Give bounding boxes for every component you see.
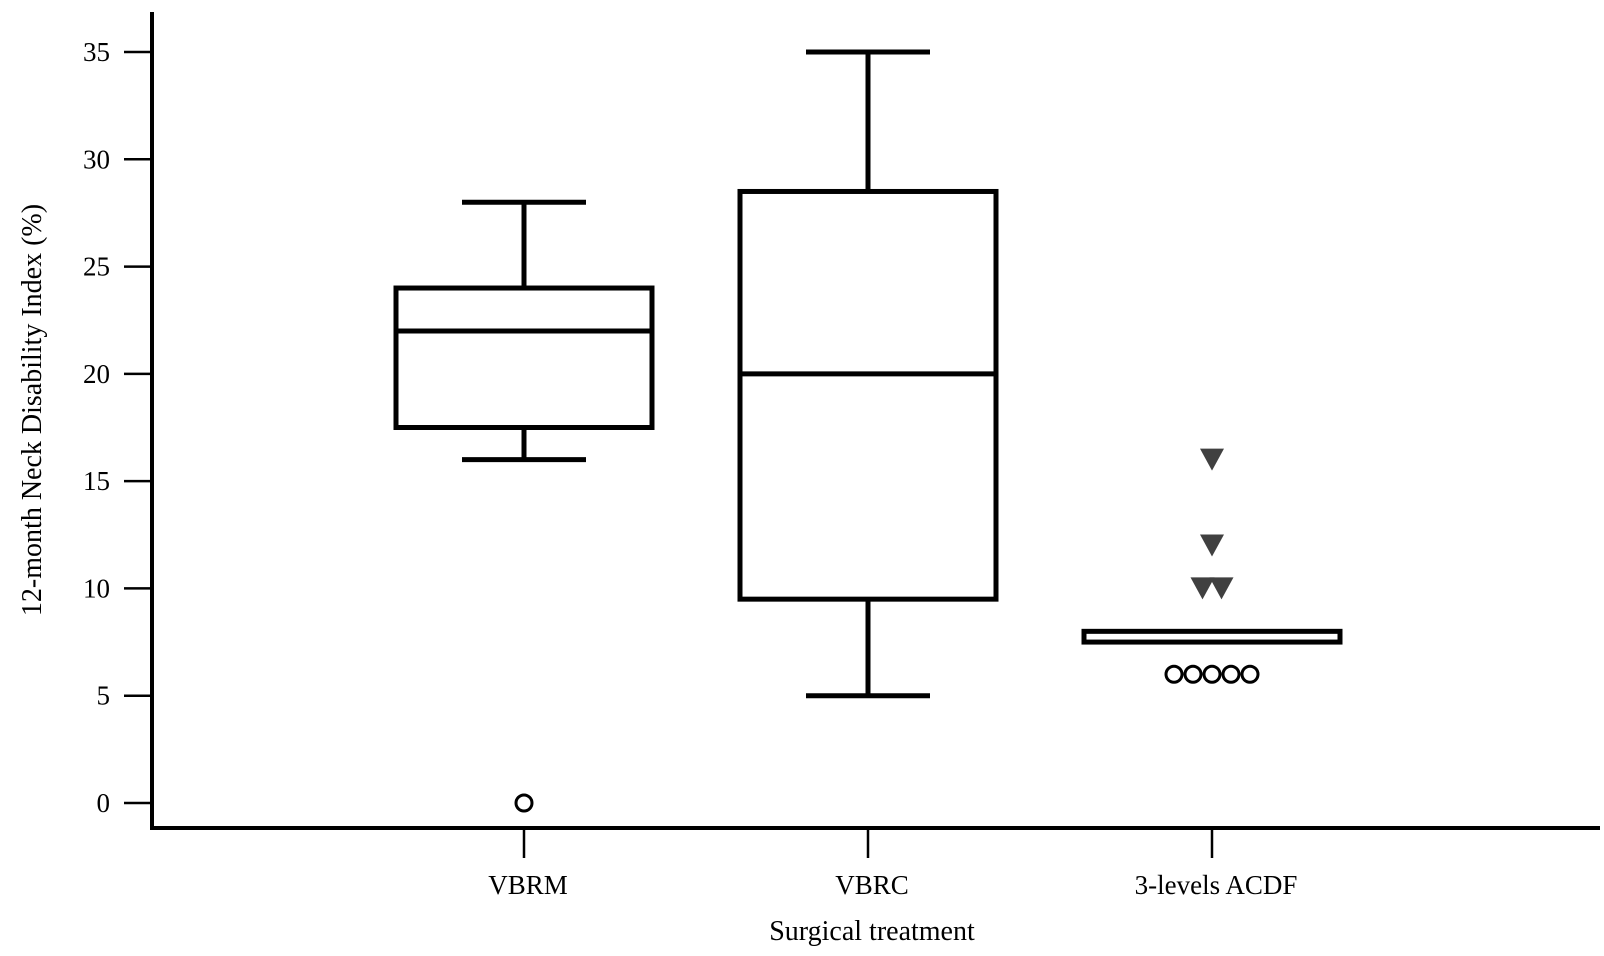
y-tick-label: 20: [83, 359, 110, 389]
box-iqr: [1081, 628, 1343, 645]
x-tick-label: VBRC: [835, 870, 909, 900]
outlier-triangle: [1209, 577, 1234, 600]
x-tick-label: VBRM: [488, 870, 568, 900]
outlier-triangle: [1190, 577, 1215, 600]
outlier-circle: [1221, 664, 1241, 684]
box-group-3: [1081, 448, 1343, 684]
box-group-1: [393, 199, 655, 813]
y-axis-title: 12-month Neck Disability Index (%): [17, 204, 48, 616]
outlier-circle: [514, 793, 534, 813]
box-iqr: [737, 188, 999, 602]
box-group-2: [737, 49, 999, 699]
outlier-triangle: [1200, 534, 1224, 557]
box-iqr: [393, 285, 655, 430]
outlier-triangle: [1200, 448, 1224, 471]
y-tick-label: 15: [83, 466, 110, 496]
y-axis: 0 5 10 15 20 25 30 35: [83, 12, 154, 828]
x-tick-label: 3-levels ACDF: [1135, 870, 1298, 900]
y-tick-label: 0: [97, 788, 111, 818]
y-tick-label: 25: [83, 252, 110, 282]
y-tick-label: 5: [97, 681, 111, 711]
y-tick-label: 10: [83, 573, 110, 603]
outlier-circle: [1202, 664, 1222, 684]
x-axis: VBRM VBRC 3-levels ACDF: [150, 826, 1600, 900]
y-tick-label: 35: [83, 37, 110, 67]
outlier-circle: [1240, 664, 1260, 684]
y-tick-label: 30: [83, 144, 110, 174]
boxes: [393, 49, 1343, 813]
outlier-circle: [1164, 664, 1184, 684]
x-axis-title: Surgical treatment: [769, 916, 975, 947]
outlier-circle: [1183, 664, 1203, 684]
